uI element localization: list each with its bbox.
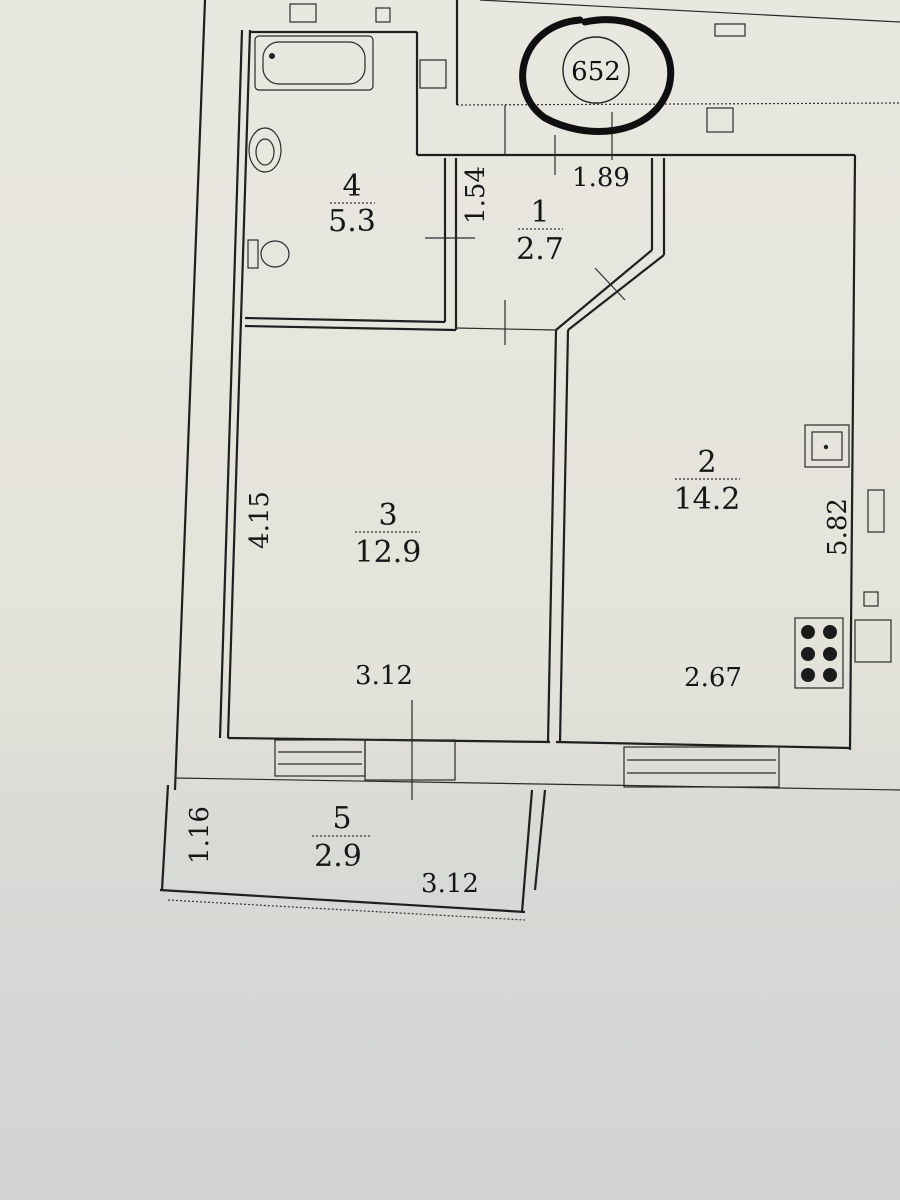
neighbor-walls (173, 0, 900, 791)
unit-number: 652 (571, 57, 621, 87)
bathtub-icon (254, 35, 447, 91)
dim-room2-depth: 5.82 (823, 498, 853, 556)
dim-room3-width: 3.12 (355, 661, 413, 691)
svg-text:12.9: 12.9 (355, 535, 422, 570)
room-label-1: 1 2.7 (516, 195, 564, 267)
dim-balcony-depth: 1.16 (185, 806, 215, 864)
svg-text:5.3: 5.3 (328, 204, 376, 239)
partitions (244, 158, 666, 800)
window-icon (274, 739, 366, 777)
dim-corridor-depth: 1.54 (461, 166, 491, 224)
dim-room2-width: 2.67 (684, 663, 742, 693)
svg-text:2.9: 2.9 (314, 839, 362, 874)
svg-text:14.2: 14.2 (674, 482, 741, 517)
room-label-5: 5 2.9 (312, 801, 372, 874)
svg-text:5: 5 (332, 801, 351, 836)
room-label-4: 4 5.3 (328, 169, 376, 239)
dim-corridor-width: 1.89 (572, 163, 630, 193)
svg-text:3: 3 (378, 498, 397, 533)
dim-balcony-width: 3.12 (421, 869, 479, 899)
kitchen-sink-icon (804, 424, 850, 468)
svg-text:1: 1 (530, 195, 549, 230)
stove-icon (794, 617, 892, 689)
radiator-icon (867, 489, 885, 533)
unit-number-mark: 652 (519, 16, 675, 135)
room-label-2: 2 14.2 (674, 445, 741, 517)
balcony (159, 784, 547, 921)
apartment-walls (218, 29, 857, 751)
room-label-3: 3 12.9 (355, 498, 422, 570)
svg-text:2.7: 2.7 (516, 232, 564, 267)
windows (174, 739, 900, 791)
window-icon (623, 746, 780, 788)
sink-icon (248, 127, 282, 173)
dim-room3-depth: 4.15 (245, 491, 275, 549)
svg-text:2: 2 (697, 445, 716, 480)
svg-text:4: 4 (342, 169, 361, 204)
toilet-icon (247, 239, 290, 269)
